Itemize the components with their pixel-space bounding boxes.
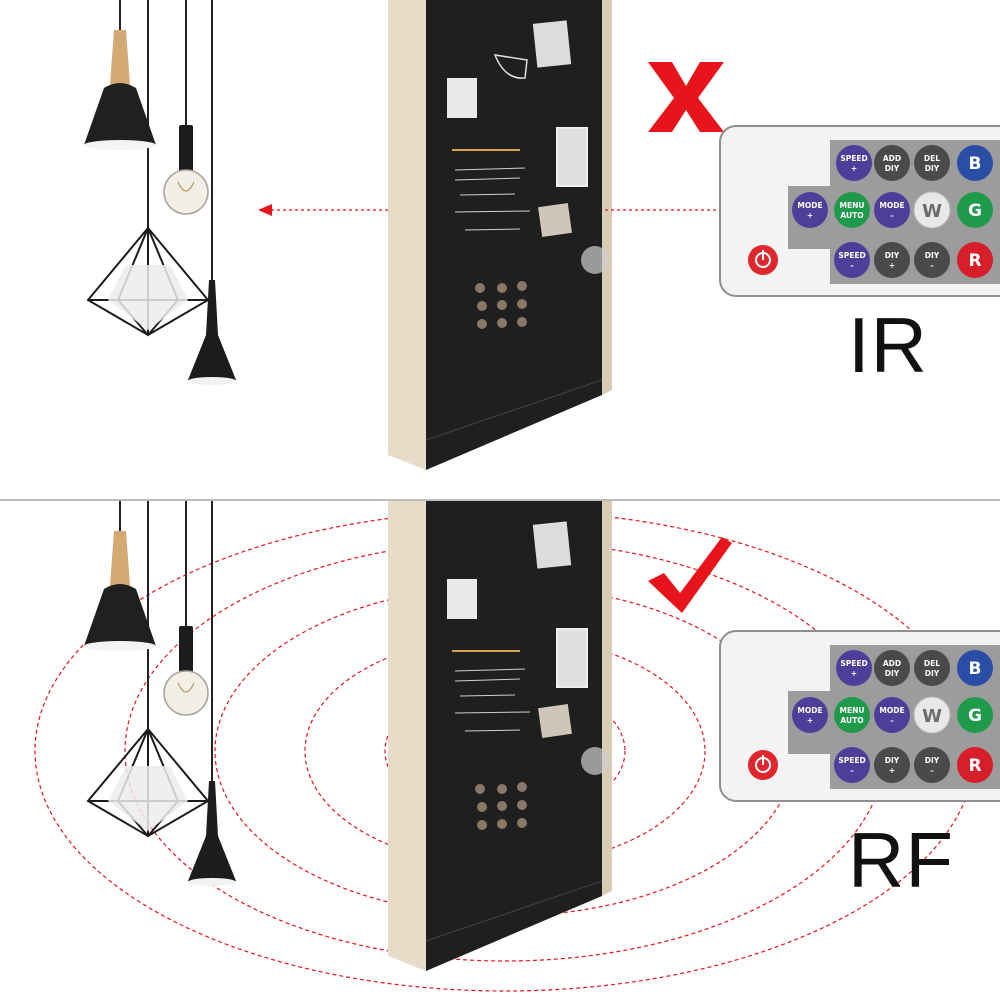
speed-down-sign: – [850, 766, 854, 775]
panel-rf: SPEED + ADD DIY DEL DIY B MODE + MENU AU… [0, 501, 1000, 1000]
panel-divider [0, 499, 1000, 501]
white-label: W [922, 706, 942, 727]
mode-up-sign: + [807, 716, 813, 725]
remote-control[interactable]: SPEED + ADD DIY DEL DIY B MODE + MENU AU… [718, 124, 1000, 300]
speed-up-sign: + [851, 164, 857, 173]
remote-row-2 [792, 696, 993, 734]
del-diy-button[interactable] [914, 650, 950, 686]
green-label: G [968, 706, 982, 726]
rf-label: RF [848, 816, 954, 904]
del-diy-label: DEL [924, 659, 940, 668]
diy-up-label: DIY [885, 251, 900, 260]
red-button[interactable] [957, 242, 993, 278]
diy-down-label: DIY [925, 251, 940, 260]
diy-down-button[interactable] [914, 747, 950, 783]
mode-up-button[interactable] [792, 192, 828, 228]
blue-label: B [969, 659, 982, 679]
mode-down-label: MODE [879, 706, 904, 715]
chalkboard [388, 501, 612, 971]
menu-label: MENU [840, 201, 865, 210]
add-diy-button[interactable] [874, 650, 910, 686]
add-diy-button[interactable] [874, 145, 910, 181]
diy-down-label: DIY [925, 756, 940, 765]
menu-auto-button[interactable] [834, 192, 870, 228]
diy-up-sign: + [889, 766, 895, 775]
speed-up-button[interactable] [836, 145, 872, 181]
mode-up-sign: + [807, 211, 813, 220]
remote-row-2 [792, 191, 993, 229]
ir-signal-arrow [258, 204, 716, 216]
del-diy-label: DEL [924, 154, 940, 163]
blocked-x-icon [648, 62, 724, 132]
green-button[interactable] [957, 192, 993, 228]
auto-label: AUTO [840, 211, 863, 220]
add-diy-label: ADD [883, 659, 901, 668]
mode-down-button[interactable] [874, 697, 910, 733]
menu-auto-button[interactable] [834, 697, 870, 733]
remote-control[interactable]: SPEED + ADD DIY DEL DIY B MODE + MENU AU… [718, 629, 1000, 805]
speed-up-sign: + [851, 669, 857, 678]
diy-up-sign: + [889, 261, 895, 270]
del-diy-sub: DIY [925, 669, 940, 678]
diy-down-button[interactable] [914, 242, 950, 278]
blue-button[interactable] [957, 145, 993, 181]
speed-up-button[interactable] [836, 650, 872, 686]
mode-up-button[interactable] [792, 697, 828, 733]
white-button[interactable] [913, 696, 951, 734]
chalkboard [388, 0, 612, 470]
speed-up-label: SPEED [840, 154, 867, 163]
remote-row-3 [834, 747, 993, 783]
diy-down-sign: – [930, 766, 934, 775]
mode-down-sign: – [890, 716, 894, 725]
pendant-lamps [84, 501, 236, 886]
white-label: W [922, 201, 942, 222]
pendant-lamps [84, 0, 236, 385]
speed-down-sign: – [850, 261, 854, 270]
del-diy-sub: DIY [925, 164, 940, 173]
scene-ir [84, 0, 724, 470]
diy-up-button[interactable] [874, 747, 910, 783]
green-label: G [968, 201, 982, 221]
del-diy-button[interactable] [914, 145, 950, 181]
green-button[interactable] [957, 697, 993, 733]
add-diy-sub: DIY [885, 669, 900, 678]
mode-up-label: MODE [797, 201, 822, 210]
speed-down-button[interactable] [834, 242, 870, 278]
blue-button[interactable] [957, 650, 993, 686]
speed-down-button[interactable] [834, 747, 870, 783]
remote-row-1 [836, 145, 993, 181]
red-button[interactable] [957, 747, 993, 783]
check-mark-icon [648, 537, 732, 613]
diy-up-button[interactable] [874, 242, 910, 278]
red-label: R [968, 251, 981, 271]
speed-down-label: SPEED [838, 756, 865, 765]
panel-ir: SPEED + ADD DIY DEL DIY B MODE + MENU AU… [84, 0, 1000, 470]
white-button[interactable] [913, 191, 951, 229]
red-label: R [968, 756, 981, 776]
remote-row-1 [836, 650, 993, 686]
auto-label: AUTO [840, 716, 863, 725]
remote-row-3 [834, 242, 993, 278]
menu-label: MENU [840, 706, 865, 715]
diy-up-label: DIY [885, 756, 900, 765]
mode-down-sign: – [890, 211, 894, 220]
mode-down-label: MODE [879, 201, 904, 210]
blue-label: B [969, 154, 982, 174]
add-diy-sub: DIY [885, 164, 900, 173]
ir-label: IR [848, 301, 928, 389]
mode-up-label: MODE [797, 706, 822, 715]
speed-up-label: SPEED [840, 659, 867, 668]
diy-down-sign: – [930, 261, 934, 270]
mode-down-button[interactable] [874, 192, 910, 228]
add-diy-label: ADD [883, 154, 901, 163]
speed-down-label: SPEED [838, 251, 865, 260]
